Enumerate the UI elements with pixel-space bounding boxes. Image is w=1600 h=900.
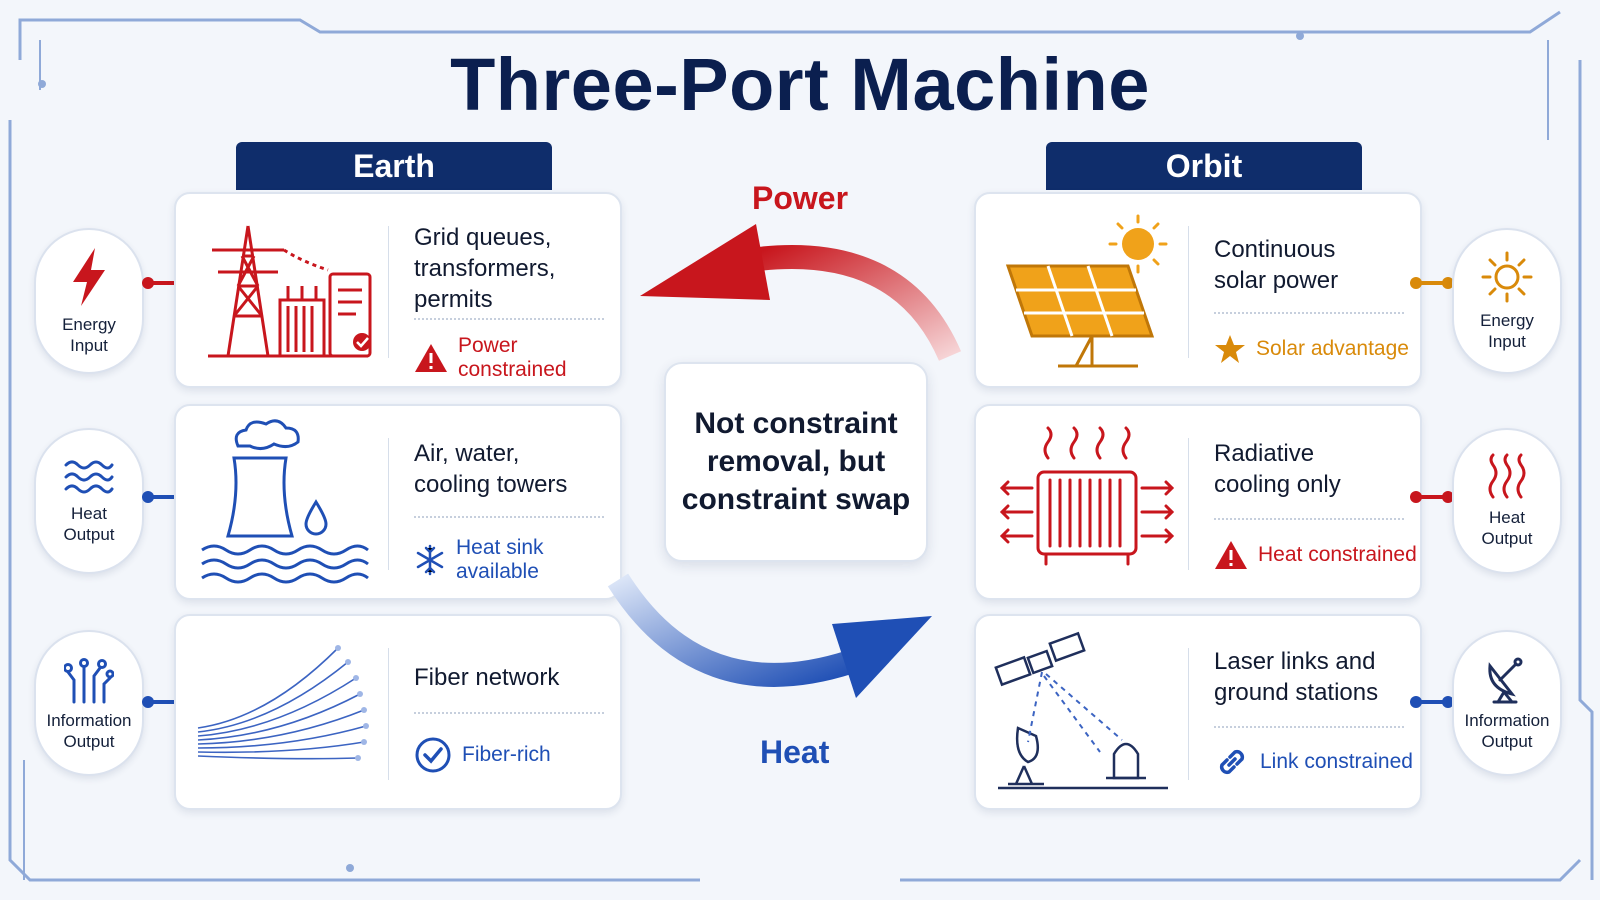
card-text-line: Fiber network [414,664,560,691]
center-statement: Not constraint removal, but constraint s… [681,407,911,516]
star-icon [1215,335,1245,363]
card-text-line: solar power [1214,267,1339,294]
heat-flow-label: Heat [760,734,830,770]
heat-arrowhead [832,616,932,698]
card-text-line: Continuous [1214,236,1336,263]
satellite-ground-station-icon [994,631,1168,790]
solar-panel-icon [1005,214,1168,368]
heat-waves-icon [64,460,114,494]
link-icon [1219,749,1245,775]
orbit-energy-connector [1410,277,1454,289]
orbit-heat-connector [1410,491,1454,503]
port-label: Information [1464,711,1550,730]
card-text-line: Air, water, [414,440,520,467]
card-text-line: permits [414,286,493,313]
power-flow-label: Power [752,180,849,216]
snowflake-icon [416,544,444,576]
port-label: Output [63,732,115,751]
card-text-line: Laser links and [1214,648,1376,675]
port-label: Output [63,525,115,544]
fiber-optic-icon [197,645,369,761]
transmission-tower-icon [208,225,372,358]
lightning-icon [73,248,105,306]
card-text-line: Radiative [1214,440,1315,467]
warning-icon [415,344,447,372]
status-label: Power constrained [458,334,567,381]
port-label: Energy [62,315,116,334]
status-label: Fiber-rich [462,743,551,766]
power-arrowhead [640,224,770,300]
status-fiber-rich: Fiber-rich [414,736,551,774]
orbit-information-card: Laser links and ground stations Link con… [974,614,1422,810]
warning-icon [1215,541,1247,569]
status-label: Heat sink available [456,536,544,583]
port-label: Energy [1480,311,1534,330]
card-text-line: cooling only [1214,471,1341,498]
port-label: Input [70,336,108,355]
radiator-icon [999,426,1175,566]
port-label: Output [1481,732,1533,751]
port-label: Heat [1489,508,1525,527]
status-label: Solar advantage [1256,337,1409,360]
status-label: Heat constrained [1258,543,1417,566]
center-statement-box: Not constraint removal, but constraint s… [664,362,928,562]
orbit-column-header: Orbit [1046,142,1362,190]
orbit-power-card: Continuous solar power Solar advantage [974,192,1422,388]
status-label: Link constrained [1260,750,1413,773]
orbit-information-connector [1410,696,1454,708]
heat-waves-icon [1488,453,1526,499]
card-text-line: Grid queues, [414,224,552,251]
card-text-line: cooling towers [414,471,568,498]
satellite-dish-icon [1488,657,1523,704]
status-solar-advantage: Solar advantage [1214,334,1409,364]
swap-arrows [607,224,962,698]
port-label: Information [46,711,132,730]
status-link-constrained: Link constrained [1214,744,1413,780]
status-heat-sink-available: Heat sink available [414,536,620,584]
check-circle-icon [415,737,451,773]
status-heat-constrained: Heat constrained [1214,540,1417,570]
earth-power-card: Grid queues, transformers, permits Power… [174,192,622,388]
status-power-constrained: Power constrained [414,334,620,382]
sun-icon [1481,251,1533,303]
earth-column-header: Earth [236,142,552,190]
earth-heat-card: Air, water, cooling towers Heat sink ava… [174,404,622,600]
port-label: Input [1488,332,1526,351]
circuit-icon [64,658,114,704]
cooling-tower-icon [201,419,369,584]
page-title: Three-Port Machine [450,43,1150,126]
card-text-line: ground stations [1214,679,1379,706]
port-label: Heat [71,504,107,523]
heat-arrow [607,573,854,687]
power-arrow [748,245,962,361]
port-label: Output [1481,529,1533,548]
card-text-line: transformers, [414,255,556,282]
orbit-heat-card: Radiative cooling only Heat constrained [974,404,1422,600]
earth-information-card: Fiber network Fiber-rich [174,614,622,810]
